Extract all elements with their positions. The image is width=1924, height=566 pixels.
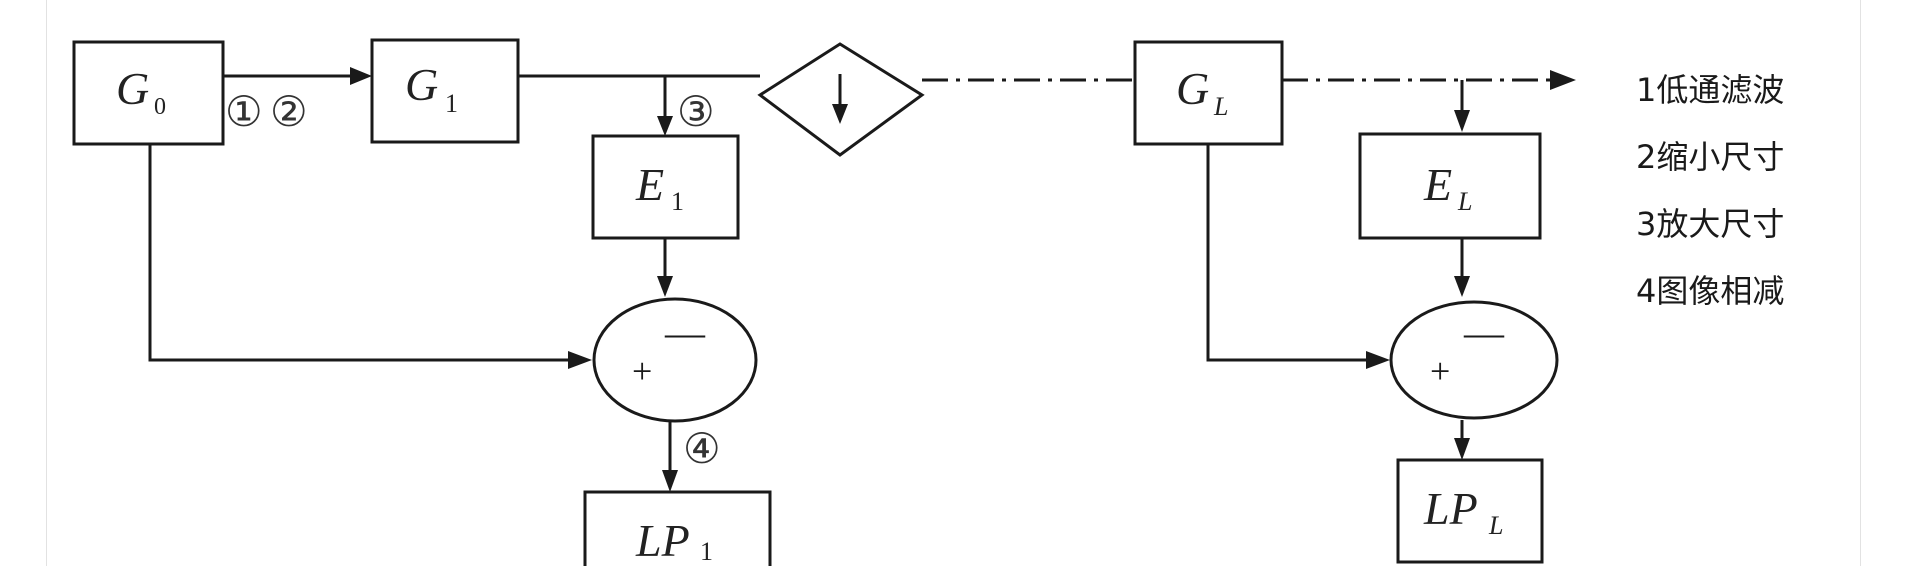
e1-box (591, 134, 740, 240)
el-main: E (1423, 159, 1452, 210)
arrowhead-el (1454, 110, 1470, 132)
g1-sub: 1 (445, 89, 458, 118)
arrowhead-lp1 (662, 470, 678, 492)
el-box (1358, 132, 1542, 240)
step-marker-3: ③ (677, 87, 715, 136)
subtractor-l-plus: + (1430, 351, 1450, 391)
gl-main: G (1176, 63, 1209, 114)
arrowhead-subl-top (1454, 276, 1470, 297)
subtractor-1-minus: — (664, 310, 706, 355)
node-lp1: LP 1 (583, 490, 772, 566)
g0-sub: 0 (154, 94, 166, 120)
el-sub: L (1457, 187, 1472, 216)
legend-item-3: 3放大尺寸 (1636, 205, 1784, 243)
legend-item-1: 1低通滤波 (1636, 71, 1784, 109)
gl-sub: L (1213, 92, 1228, 121)
gl-box (1133, 40, 1284, 146)
lpl-sub: L (1488, 511, 1503, 540)
right-border-line (1860, 0, 1861, 566)
arrowhead-sub1-top (657, 276, 673, 297)
lp1-sub: 1 (700, 537, 713, 566)
lpl-box (1396, 458, 1544, 564)
node-g0: G 0 (72, 40, 225, 146)
subtractor-1: + — (592, 297, 758, 423)
step-marker-1: ① (225, 87, 263, 136)
left-border-line (46, 0, 47, 566)
legend-item-2: 2缩小尺寸 (1636, 138, 1784, 176)
arrow-g0-to-sub1 (148, 144, 570, 362)
arrow-gl-to-subl (1206, 144, 1368, 362)
subtractor-l-minus: — (1463, 310, 1505, 355)
step-marker-2: ② (270, 87, 308, 136)
lp1-main: LP (635, 515, 690, 566)
e1-sub: 1 (671, 187, 684, 216)
down-arrow-icon (832, 104, 848, 124)
node-e1: E 1 (591, 134, 740, 240)
node-el: E L (1358, 132, 1542, 240)
arrowhead-e1 (657, 116, 673, 136)
connections (148, 67, 1576, 492)
node-lpl: LP L (1396, 458, 1544, 564)
lpl-main: LP (1423, 483, 1478, 534)
subtractor-1-plus: + (632, 351, 652, 391)
subtractor-l: + — (1389, 300, 1559, 420)
arrowhead-g1 (350, 67, 372, 85)
downsample-diamond (757, 42, 925, 157)
legend: 1低通滤波 2缩小尺寸 3放大尺寸 4图像相减 (1636, 71, 1784, 310)
g1-main: G (405, 59, 438, 110)
legend-item-4: 4图像相减 (1636, 272, 1784, 310)
step-markers: ① ② ③ ④ (225, 87, 721, 473)
node-gl: G L (1133, 40, 1284, 146)
arrowhead-subl-left (1366, 351, 1390, 369)
arrowhead-sub1-left (568, 351, 592, 369)
g0-box (72, 40, 225, 146)
node-g1: G 1 (370, 38, 520, 144)
arrowhead-lpl (1454, 438, 1470, 460)
lp1-box (583, 490, 772, 566)
subtractor-l-ellipse (1389, 300, 1559, 420)
arrowhead-gl-out (1550, 70, 1576, 90)
e1-main: E (635, 159, 664, 210)
subtractor-1-ellipse (592, 297, 758, 423)
g0-main: G (116, 63, 149, 114)
step-marker-4: ④ (683, 424, 721, 473)
g1-box (370, 38, 520, 144)
